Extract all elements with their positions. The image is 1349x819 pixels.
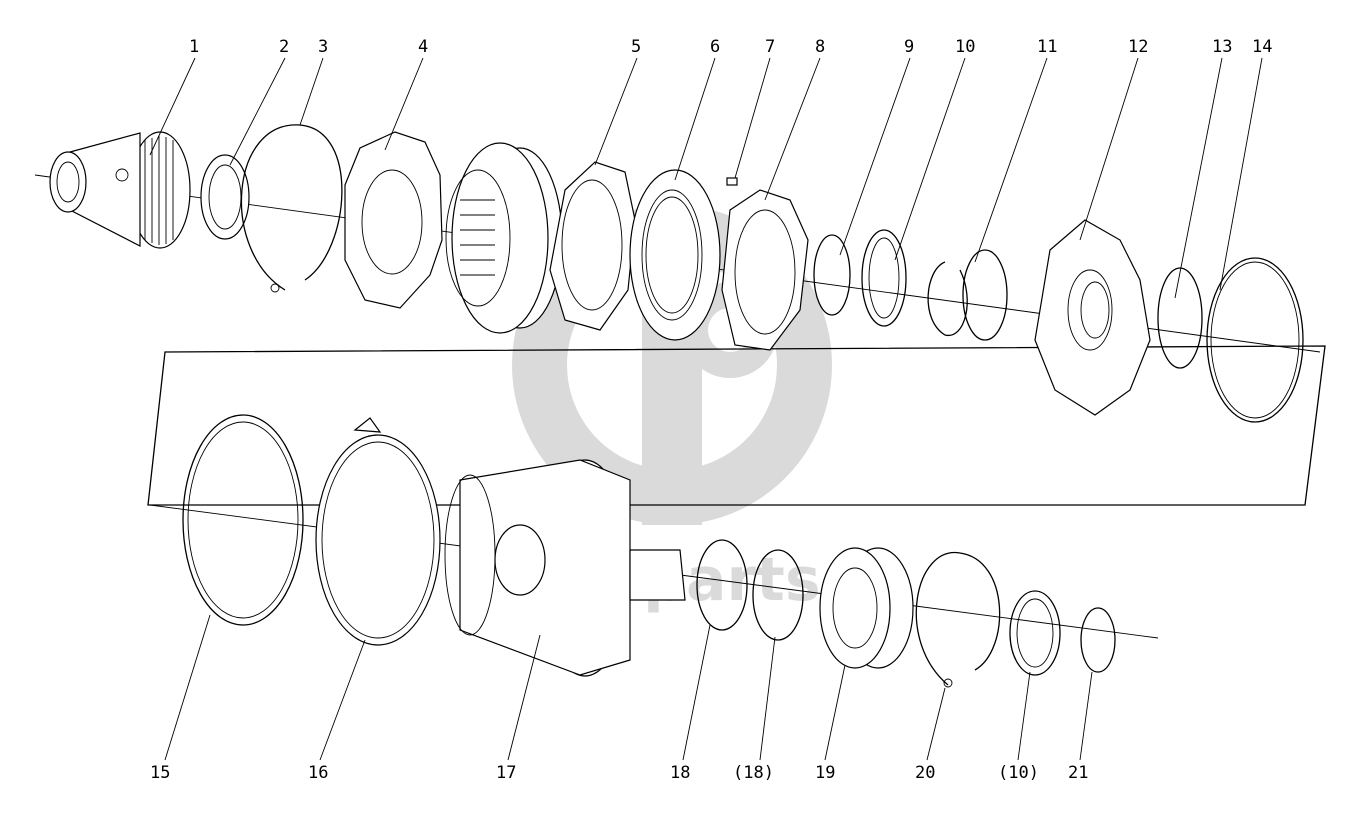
part-7-pin (726, 177, 738, 186)
leader-lines (149, 57, 1263, 761)
label-21: 21 (1068, 763, 1088, 783)
label-19: 19 (815, 763, 835, 783)
label-2: 2 (279, 37, 289, 57)
part-10-washer (861, 229, 907, 327)
label-9: 9 (904, 37, 914, 57)
part-14-ring (1206, 257, 1304, 423)
part-6-splined-disc (629, 169, 721, 341)
label-4: 4 (418, 37, 428, 57)
label-6: 6 (710, 37, 720, 57)
part-17-drum (444, 459, 686, 677)
label-10: 10 (955, 37, 975, 57)
label-16: 16 (308, 763, 328, 783)
top-callouts: 1 2 3 4 5 6 7 8 9 10 11 12 13 14 (189, 37, 1272, 57)
part-1-hub (49, 131, 191, 249)
part-18b-ring (752, 549, 804, 641)
label-20: 20 (915, 763, 935, 783)
part-8-plate (721, 189, 809, 351)
label-3: 3 (318, 37, 328, 57)
label-17: 17 (496, 763, 516, 783)
part-15-snap-ring (182, 414, 304, 626)
part-12-housing (1034, 219, 1151, 416)
label-5: 5 (631, 37, 641, 57)
label-10b: (10) (998, 763, 1039, 783)
part-16-seal-ring (315, 417, 441, 646)
label-18b: (18) (733, 763, 774, 783)
label-8: 8 (815, 37, 825, 57)
clutch-pack (445, 142, 563, 334)
assembly-frame (147, 345, 1326, 506)
label-14: 14 (1252, 37, 1272, 57)
label-12: 12 (1128, 37, 1148, 57)
bottom-callouts: 15 16 17 18 (18) 19 20 (10) 21 (150, 763, 1088, 783)
part-4-tabbed-plate (344, 131, 443, 309)
label-13: 13 (1212, 37, 1232, 57)
label-1: 1 (189, 37, 199, 57)
label-18: 18 (670, 763, 690, 783)
part-9-ring (813, 234, 851, 316)
label-11: 11 (1037, 37, 1057, 57)
part-21-circlip (1080, 607, 1116, 673)
part-18-ring (696, 539, 748, 631)
label-7: 7 (765, 37, 775, 57)
part-19-bearing (819, 547, 914, 669)
part-13-ring (1157, 267, 1203, 369)
part-5-plate (549, 161, 636, 331)
part-3-snap-ring (240, 124, 343, 293)
label-15: 15 (150, 763, 170, 783)
part-20-snap-ring (915, 552, 1001, 688)
part-11-spring (927, 249, 1008, 341)
part-10b-washer (1009, 590, 1061, 676)
